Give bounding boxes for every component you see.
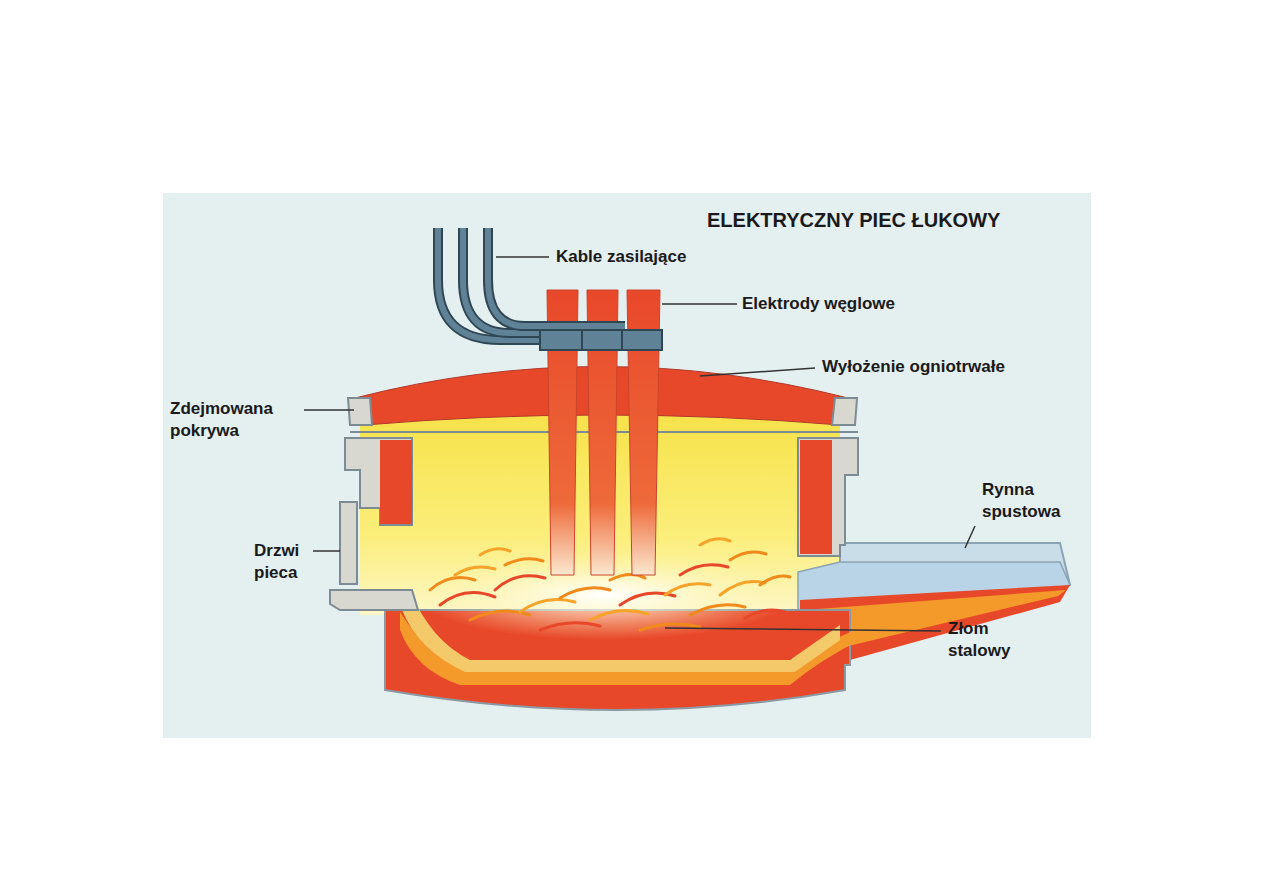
lining-label: Wyłożenie ogniotrwałe — [822, 356, 1062, 378]
leader-lines — [304, 257, 975, 631]
roof-rim — [832, 398, 857, 425]
cable-label: Kable zasilające — [556, 246, 756, 268]
title: ELEKTRYCZNY PIEC ŁUKOWY — [707, 207, 1000, 233]
right-wall-frame — [798, 438, 858, 556]
hearth-rim — [330, 590, 418, 610]
power-cables — [438, 228, 625, 340]
panel — [163, 193, 1091, 738]
left-wall — [380, 440, 412, 524]
right-wall — [800, 440, 832, 554]
door-label: Drzwi pieca — [254, 540, 310, 584]
furnace-door — [340, 502, 357, 584]
electrode-label: Elektrody węglowe — [742, 293, 962, 315]
scrap-label: Złom stalowy — [948, 618, 1038, 662]
electrode-clamp — [540, 330, 662, 350]
spout-label: Rynna spustowa — [982, 479, 1077, 523]
roof-label: Zdejmowana pokrywa — [170, 398, 295, 442]
roof-rim — [348, 398, 372, 425]
